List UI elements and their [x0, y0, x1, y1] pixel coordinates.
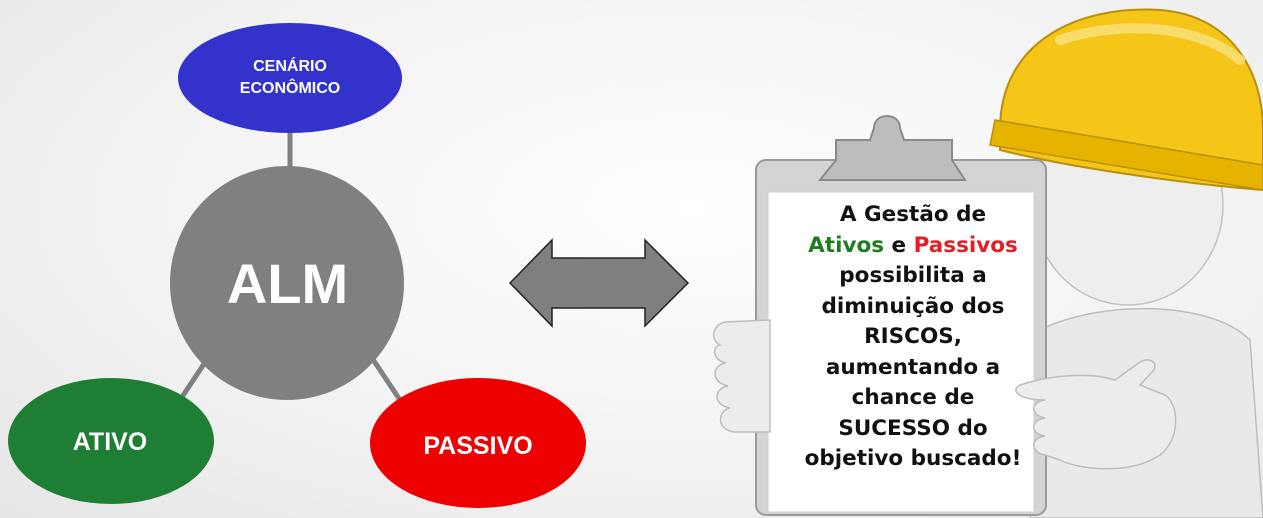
message-line9: objetivo buscado!	[804, 446, 1022, 471]
message-e: e	[884, 232, 914, 258]
node-passivo	[370, 378, 586, 508]
node-alm-label: ALM	[226, 251, 349, 315]
cenario-line1: CENÁRIO	[253, 58, 327, 75]
node-passivo-label: PASSIVO	[423, 431, 533, 460]
cenario-line2: ECONÔMICO	[239, 80, 341, 97]
message-line6: aumentando a	[825, 354, 1001, 380]
node-alm	[170, 166, 404, 400]
message-line4: diminuição dos	[821, 293, 1005, 319]
node-ativo-label: ATIVO	[72, 427, 148, 456]
message-line1: A Gestão de	[839, 202, 987, 227]
helmet-brim	[989, 119, 1263, 191]
node-cenario-economico-label: CENÁRIO ECONÔMICO	[190, 48, 390, 108]
clipboard-paper	[767, 191, 1035, 513]
message-line5: RISCOS,	[864, 324, 962, 349]
figure-left-hand	[713, 319, 771, 433]
node-ativo	[8, 378, 214, 504]
double-arrow	[508, 238, 690, 328]
message-line3: possibilita a	[839, 263, 987, 288]
message-line2: Ativos e Passivos	[768, 231, 1058, 262]
message-line8: SUCESSO do	[838, 415, 988, 441]
message-line7: chance de	[851, 385, 975, 410]
node-cenario-economico	[178, 23, 402, 133]
clipboard-message: A Gestão de Ativos e Passivos possibilit…	[768, 200, 1058, 500]
figure-right-hand	[1015, 359, 1177, 470]
figure-illustration	[713, 8, 1263, 518]
clipboard-clip	[817, 115, 967, 181]
message-passivos: Passivos	[913, 232, 1018, 258]
message-ativos: Ativos	[808, 232, 885, 258]
